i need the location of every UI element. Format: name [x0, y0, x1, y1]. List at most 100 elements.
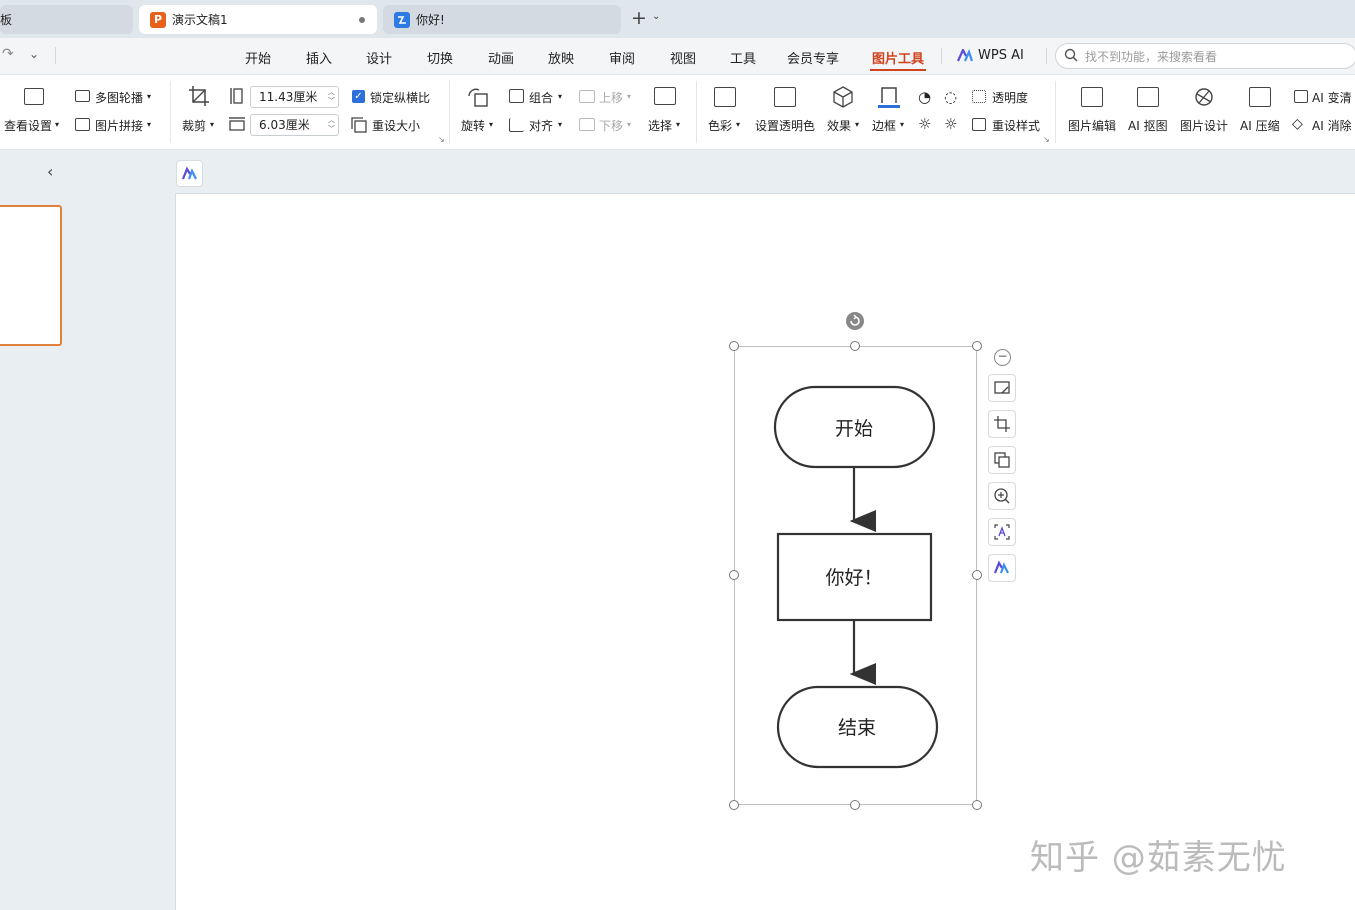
tab-label: 你好! [416, 13, 445, 27]
reset-size-icon [351, 117, 367, 136]
resize-handle-bottom-right[interactable] [972, 800, 982, 810]
ai-clear-button[interactable]: AI 变清 [1312, 91, 1352, 105]
view-settings-button[interactable]: 查看设置 [4, 119, 53, 133]
tab-flowchart[interactable]: 你好! [383, 5, 621, 34]
increase-contrast-icon[interactable]: ◔ [918, 88, 932, 106]
chevron-down-icon[interactable]: ▾ [627, 92, 632, 101]
copy-float-button[interactable] [988, 446, 1016, 474]
search-input[interactable]: 找不到功能，来搜索看看 [1055, 43, 1355, 69]
width-input[interactable]: 6.03厘米 ︿﹀ [250, 114, 339, 136]
resize-handle-top-left[interactable] [729, 341, 739, 351]
select-button[interactable]: 选择 [648, 119, 673, 133]
decrease-brightness-icon[interactable]: ☼ [944, 115, 958, 133]
resize-handle-left[interactable] [729, 570, 739, 580]
menu-review[interactable]: 审阅 [609, 52, 636, 67]
image-design-button[interactable]: 图片设计 [1180, 119, 1229, 133]
chevron-down-icon[interactable]: ▾ [627, 120, 632, 129]
resize-handle-top[interactable] [850, 341, 860, 351]
expand-dialog-icon[interactable]: ↘ [438, 135, 445, 144]
multi-outline-button[interactable]: 多图轮播 [95, 91, 144, 105]
chevron-down-icon[interactable]: ▾ [210, 120, 215, 129]
divider [170, 81, 171, 143]
ai-cutout-button[interactable]: AI 抠图 [1128, 119, 1168, 133]
flowchart-doc-icon [394, 11, 410, 28]
end-terminal [776, 685, 939, 769]
chevron-down-icon[interactable]: ▾ [736, 120, 741, 129]
slide-thumbnail[interactable] [0, 205, 62, 346]
rotate-handle-icon[interactable] [846, 312, 864, 330]
reset-style-button[interactable]: 重设样式 [992, 119, 1041, 133]
resize-handle-top-right[interactable] [972, 341, 982, 351]
menu-picture-tools[interactable]: 图片工具 [872, 52, 925, 67]
resize-handle-right[interactable] [972, 570, 982, 580]
wps-ai-float-button[interactable] [988, 554, 1016, 582]
expand-dialog-icon[interactable]: ↘ [1043, 135, 1050, 144]
chevron-down-icon[interactable]: ▾ [676, 120, 681, 129]
tab-presentation[interactable]: P 演示文稿1 [139, 5, 377, 34]
chevron-down-icon[interactable]: ▾ [900, 120, 905, 129]
lock-ratio-checkbox[interactable]: ✓ [352, 90, 365, 103]
chevron-down-icon[interactable]: ▾ [558, 120, 563, 129]
resize-handle-bottom[interactable] [850, 800, 860, 810]
menu-insert[interactable]: 插入 [306, 52, 333, 67]
menu-animation[interactable]: 动画 [488, 52, 515, 67]
tab-previous[interactable]: 板 [0, 5, 133, 34]
image-collage-icon [75, 118, 90, 131]
wps-ai-icon [181, 166, 197, 180]
transparency-button[interactable]: 透明度 [992, 91, 1029, 105]
crop-float-button[interactable] [988, 410, 1016, 438]
move-up-button[interactable]: 上移 [599, 91, 624, 105]
menu-wps-ai[interactable]: WPS AI [978, 48, 1024, 63]
set-transparent-button[interactable]: 设置透明色 [755, 119, 816, 133]
unsaved-dot-icon[interactable] [359, 17, 365, 23]
align-button[interactable]: 对齐 [529, 119, 554, 133]
image-collage-button[interactable]: 图片拼接 [95, 119, 144, 133]
redo-icon[interactable]: ↷ [2, 46, 14, 62]
chevron-down-icon[interactable]: ⌄ [652, 11, 661, 22]
color-button[interactable]: 色彩 [708, 119, 733, 133]
edit-image-float-button[interactable] [988, 374, 1016, 402]
decrease-contrast-icon[interactable]: ◌ [944, 88, 958, 106]
crop-icon [994, 416, 1010, 432]
ai-compress-icon [1249, 87, 1271, 107]
spinner-icon[interactable]: ︿﹀ [328, 88, 335, 105]
chevron-left-icon[interactable]: ‹ [47, 162, 54, 181]
menu-transition[interactable]: 切换 [427, 52, 454, 67]
chevron-down-icon[interactable]: ▾ [558, 92, 563, 101]
effects-button[interactable]: 效果 [827, 119, 852, 133]
zoom-float-button[interactable] [988, 482, 1016, 510]
menu-tools[interactable]: 工具 [730, 52, 757, 67]
menu-view[interactable]: 视图 [670, 52, 697, 67]
chevron-down-icon[interactable]: ▾ [147, 92, 152, 101]
collapse-toolbar-icon[interactable]: − [994, 349, 1011, 366]
menu-slideshow[interactable]: 放映 [548, 52, 575, 67]
menu-design[interactable]: 设计 [366, 52, 393, 67]
resize-handle-bottom-left[interactable] [729, 800, 739, 810]
crop-button[interactable]: 裁剪 [182, 119, 207, 133]
reset-size-button[interactable]: 重设大小 [372, 119, 421, 133]
menu-member[interactable]: 会员专享 [787, 52, 840, 67]
align-icon [509, 118, 524, 132]
wps-ai-float-button[interactable] [176, 160, 203, 187]
chevron-down-icon[interactable]: ▾ [855, 120, 860, 129]
ai-compress-button[interactable]: AI 压缩 [1240, 119, 1280, 133]
spinner-icon[interactable]: ︿﹀ [328, 116, 335, 133]
chevron-down-icon[interactable]: ▾ [55, 120, 60, 129]
image-edit-button[interactable]: 图片编辑 [1068, 119, 1117, 133]
chevron-down-icon[interactable]: ▾ [147, 120, 152, 129]
new-tab-icon[interactable]: + [631, 7, 647, 29]
group-button[interactable]: 组合 [529, 91, 554, 105]
ai-erase-button[interactable]: AI 消除 [1312, 119, 1352, 133]
chevron-down-icon[interactable]: ▾ [489, 120, 494, 129]
increase-brightness-icon[interactable]: ☼ [918, 115, 932, 133]
move-down-button[interactable]: 下移 [599, 119, 624, 133]
border-button[interactable]: 边框 [872, 119, 897, 133]
move-down-icon [579, 118, 595, 131]
copy-icon [994, 452, 1010, 468]
menu-home[interactable]: 开始 [245, 52, 272, 67]
height-input[interactable]: 11.43厘米 ︿﹀ [250, 86, 339, 108]
ocr-float-button[interactable] [988, 518, 1016, 546]
rotate-button[interactable]: 旋转 [461, 119, 486, 133]
chevron-down-icon[interactable]: ⌄ [29, 47, 40, 61]
slide[interactable] [175, 193, 1355, 910]
